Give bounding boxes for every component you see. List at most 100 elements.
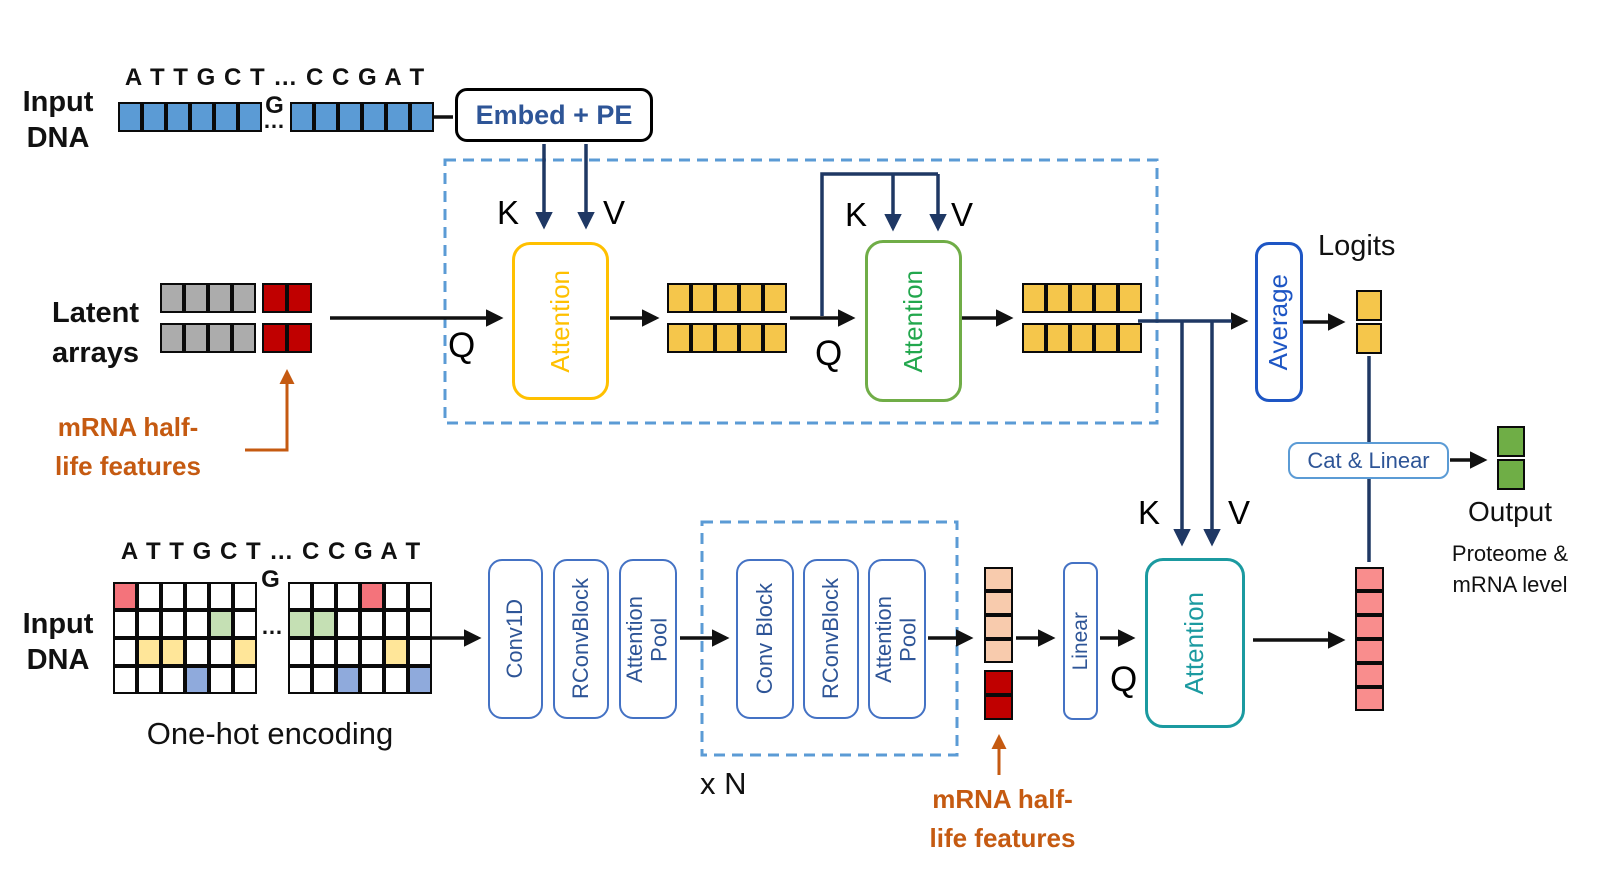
onehot-grid-left-cell [137, 666, 161, 694]
rconvblock-box-2: RConvBlock [803, 559, 859, 719]
onehot-grid-right-cell [408, 638, 432, 666]
input-dna-label-top: Input DNA [22, 86, 94, 154]
output-label: Output [1467, 496, 1553, 527]
latents-after-attn1-cell [763, 283, 787, 313]
onehot-grid-left-cell [209, 582, 233, 610]
ellipsis-top-tokens: … [263, 108, 285, 133]
latents-after-attn2-cell [1046, 283, 1070, 313]
latents-after-attn1-cell [691, 323, 715, 353]
onehot-grid-left-cell [233, 666, 257, 694]
onehot-grid-left-cell [209, 638, 233, 666]
latents-after-attn2-cell [1070, 323, 1094, 353]
halflife-cells-bottom-cell [984, 695, 1013, 720]
dna-tokens-left-cell [166, 102, 190, 132]
latents-after-attn1-cell [739, 323, 763, 353]
onehot-grid-left-cell [233, 638, 257, 666]
rconvblock-label-1: RConvBlock [567, 578, 593, 700]
output-sub-label: Proteome & mRNA level [1451, 541, 1569, 597]
onehot-grid-left-cell [185, 638, 209, 666]
dna-tokens-left-cell [190, 102, 214, 132]
dna-tokens-right-cell [290, 102, 314, 132]
attention-pool-label-2: Attention Pool [871, 595, 921, 683]
onehot-grid-right-cell [360, 638, 384, 666]
output-cells [1497, 426, 1525, 490]
latents-after-attn2 [1022, 283, 1142, 353]
dna-tokens-right-cell [410, 102, 434, 132]
onehot-grid-left-cell [185, 610, 209, 638]
onehot-grid-right-cell [336, 582, 360, 610]
dna-tokens-right-cell [386, 102, 410, 132]
mrna-halflife-label-top: mRNA half- life features [55, 412, 201, 481]
onehot-grid-right-cell [288, 582, 312, 610]
latent-array-cells-cell [208, 323, 232, 353]
onehot-grid-left-cell [161, 638, 185, 666]
latent-array-cells [160, 283, 256, 353]
latent-halflife-cells-cell [287, 283, 312, 313]
onehot-grid-left-cell [137, 610, 161, 638]
latent-halflife-cells-cell [287, 323, 312, 353]
onehot-grid-right-cell [312, 638, 336, 666]
one-hot-label: One-hot encoding [146, 716, 394, 751]
mrna-halflife-label-bottom: mRNA half- life features [929, 784, 1076, 853]
latents-after-attn2-cell [1118, 283, 1142, 313]
cross-attention-label: Attention [544, 269, 575, 373]
onehot-grid-right-cell [336, 666, 360, 694]
onehot-grid-right-cell [360, 582, 384, 610]
latents-after-attn2-cell [1022, 283, 1046, 313]
final-attention-box: Attention [1145, 558, 1245, 728]
onehot-grid-left-cell [185, 582, 209, 610]
onehot-grid-right-cell [312, 666, 336, 694]
latent-halflife-cells-cell [262, 323, 287, 353]
onehot-grid-left-cell [113, 638, 137, 666]
onehot-grid-right-cell [384, 582, 408, 610]
latent-array-cells-cell [208, 283, 232, 313]
dna-tokens-left-cell [118, 102, 142, 132]
attention-pool-label-1: Attention Pool [622, 595, 672, 683]
self-attention-box: Attention [865, 240, 962, 402]
onehot-grid-left-cell [161, 666, 185, 694]
dna-tokens-right-cell [314, 102, 338, 132]
onehot-grid-right [288, 582, 432, 694]
latents-after-attn2-cell [1070, 283, 1094, 313]
conv-block-box: Conv Block [736, 559, 794, 719]
dna-tokens-right [290, 102, 434, 132]
dna-tokens-left-cell [142, 102, 166, 132]
average-box: Average [1255, 242, 1303, 402]
q-label-attn2: Q [815, 334, 843, 373]
onehot-grid-left-cell [161, 582, 185, 610]
conv-output-cells-cell [984, 567, 1013, 591]
onehot-grid-right-cell [336, 638, 360, 666]
latents-after-attn1-cell [763, 323, 787, 353]
onehot-grid-right-cell [312, 582, 336, 610]
attention-pool-box-2: Attention Pool [868, 559, 926, 719]
dna-tokens-right-cell [338, 102, 362, 132]
v-label-attn2: V [951, 196, 974, 233]
dna-sequence-bottom: A T T G C T … C C G A T G [120, 538, 422, 593]
cat-linear-label: Cat & Linear [1307, 447, 1430, 473]
dna-tokens-right-cell [362, 102, 386, 132]
conv-output-cells-cell [984, 639, 1013, 663]
embed-pe-box: Embed + PE [455, 88, 653, 142]
latents-after-attn2-cell [1022, 323, 1046, 353]
latent-array-cells-cell [184, 283, 208, 313]
final-embedding-cells-cell [1355, 591, 1384, 615]
onehot-grid-left-cell [233, 610, 257, 638]
average-label: Average [1263, 273, 1294, 371]
onehot-grid-right-cell [288, 666, 312, 694]
latents-after-attn1 [667, 283, 787, 353]
latent-array-cells-cell [232, 323, 256, 353]
onehot-grid-right-cell [408, 666, 432, 694]
q-label-attn1: Q [448, 326, 476, 365]
rconvblock-label-2: RConvBlock [817, 578, 843, 700]
final-attention-label: Attention [1179, 591, 1210, 695]
ellipsis-bottom-grids: … [261, 614, 283, 639]
repeat-n-label: x N [700, 766, 747, 801]
onehot-grid-left-cell [113, 582, 137, 610]
input-dna-label-bottom: Input DNA [22, 608, 94, 676]
latents-after-attn2-cell [1094, 283, 1118, 313]
cross-attention-box: Attention [512, 242, 609, 400]
final-embedding-cells-cell [1355, 687, 1384, 711]
latent-array-cells-cell [160, 283, 184, 313]
output-cells-cell [1497, 459, 1525, 490]
